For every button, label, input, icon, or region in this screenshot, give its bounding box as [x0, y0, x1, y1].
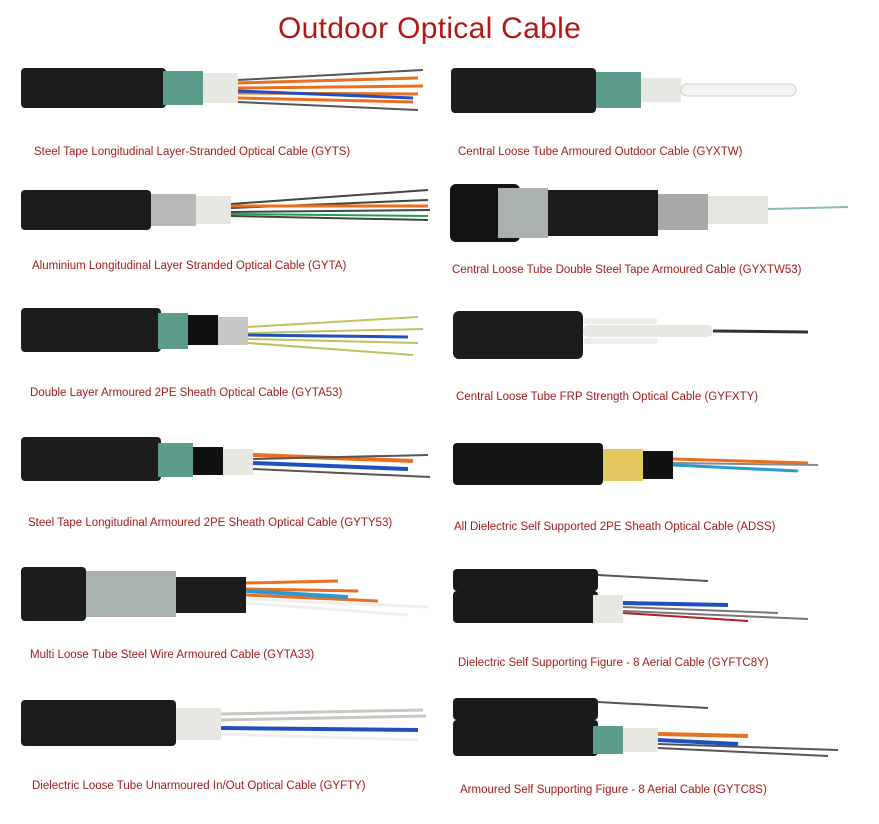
- cable-caption: Steel Tape Longitudinal Layer-Stranded O…: [34, 146, 351, 158]
- cable-card-gyxtw: Central Loose Tube Armoured Outdoor Cabl…: [448, 58, 868, 186]
- cable-caption: Dielectric Loose Tube Unarmoured In/Out …: [32, 780, 366, 792]
- cable-card-gyftc8y: Dielectric Self Supporting Figure - 8 Ae…: [448, 561, 868, 689]
- cable-photo-icon: [21, 567, 429, 621]
- cable-caption: Central Loose Tube Double Steel Tape Arm…: [452, 264, 802, 276]
- cable-card-gyts: Steel Tape Longitudinal Layer-Stranded O…: [18, 58, 438, 186]
- cable-caption: All Dielectric Self Supported 2PE Sheath…: [454, 521, 776, 533]
- cable-caption: Multi Loose Tube Steel Wire Armoured Cab…: [30, 649, 315, 661]
- cable-caption: Double Layer Armoured 2PE Sheath Optical…: [30, 387, 343, 399]
- cable-caption: Dielectric Self Supporting Figure - 8 Ae…: [458, 657, 769, 669]
- cable-card-gyta33: Multi Loose Tube Steel Wire Armoured Cab…: [18, 561, 438, 689]
- cable-photo-icon: [453, 569, 809, 623]
- cable-photo-icon: [451, 68, 797, 113]
- cable-photo-icon: [21, 308, 424, 356]
- cable-photo-icon: [453, 698, 839, 757]
- cable-photo-icon: [21, 68, 424, 111]
- cable-caption: Central Loose Tube Armoured Outdoor Cabl…: [458, 146, 743, 158]
- cable-photo-icon: [21, 700, 427, 746]
- cable-photo-icon: [453, 311, 809, 359]
- cable-card-gyfty: Dielectric Loose Tube Unarmoured In/Out …: [18, 696, 438, 824]
- cable-card-gyty53: Steel Tape Longitudinal Armoured 2PE She…: [18, 433, 438, 561]
- cable-card-gyxtw53: Central Loose Tube Double Steel Tape Arm…: [448, 176, 868, 304]
- cable-caption: Central Loose Tube FRP Strength Optical …: [456, 391, 759, 403]
- cable-caption: Steel Tape Longitudinal Armoured 2PE She…: [28, 517, 393, 529]
- cable-photo-icon: [21, 189, 431, 230]
- cable-card-gyfxty: Central Loose Tube FRP Strength Optical …: [448, 303, 868, 431]
- cable-caption: Aluminium Longitudinal Layer Stranded Op…: [32, 260, 347, 272]
- cable-card-gyta53: Double Layer Armoured 2PE Sheath Optical…: [18, 303, 438, 431]
- cable-photo-icon: [21, 437, 431, 481]
- cable-caption: Armoured Self Supporting Figure - 8 Aeri…: [460, 784, 767, 796]
- cable-photo-icon: [453, 443, 819, 485]
- cable-photo-icon: [450, 184, 849, 242]
- cable-card-gyta: Aluminium Longitudinal Layer Stranded Op…: [18, 176, 438, 304]
- cable-card-adss: All Dielectric Self Supported 2PE Sheath…: [448, 433, 868, 561]
- page-title: Outdoor Optical Cable: [277, 12, 582, 45]
- cable-card-gytc8s: Armoured Self Supporting Figure - 8 Aeri…: [448, 696, 868, 824]
